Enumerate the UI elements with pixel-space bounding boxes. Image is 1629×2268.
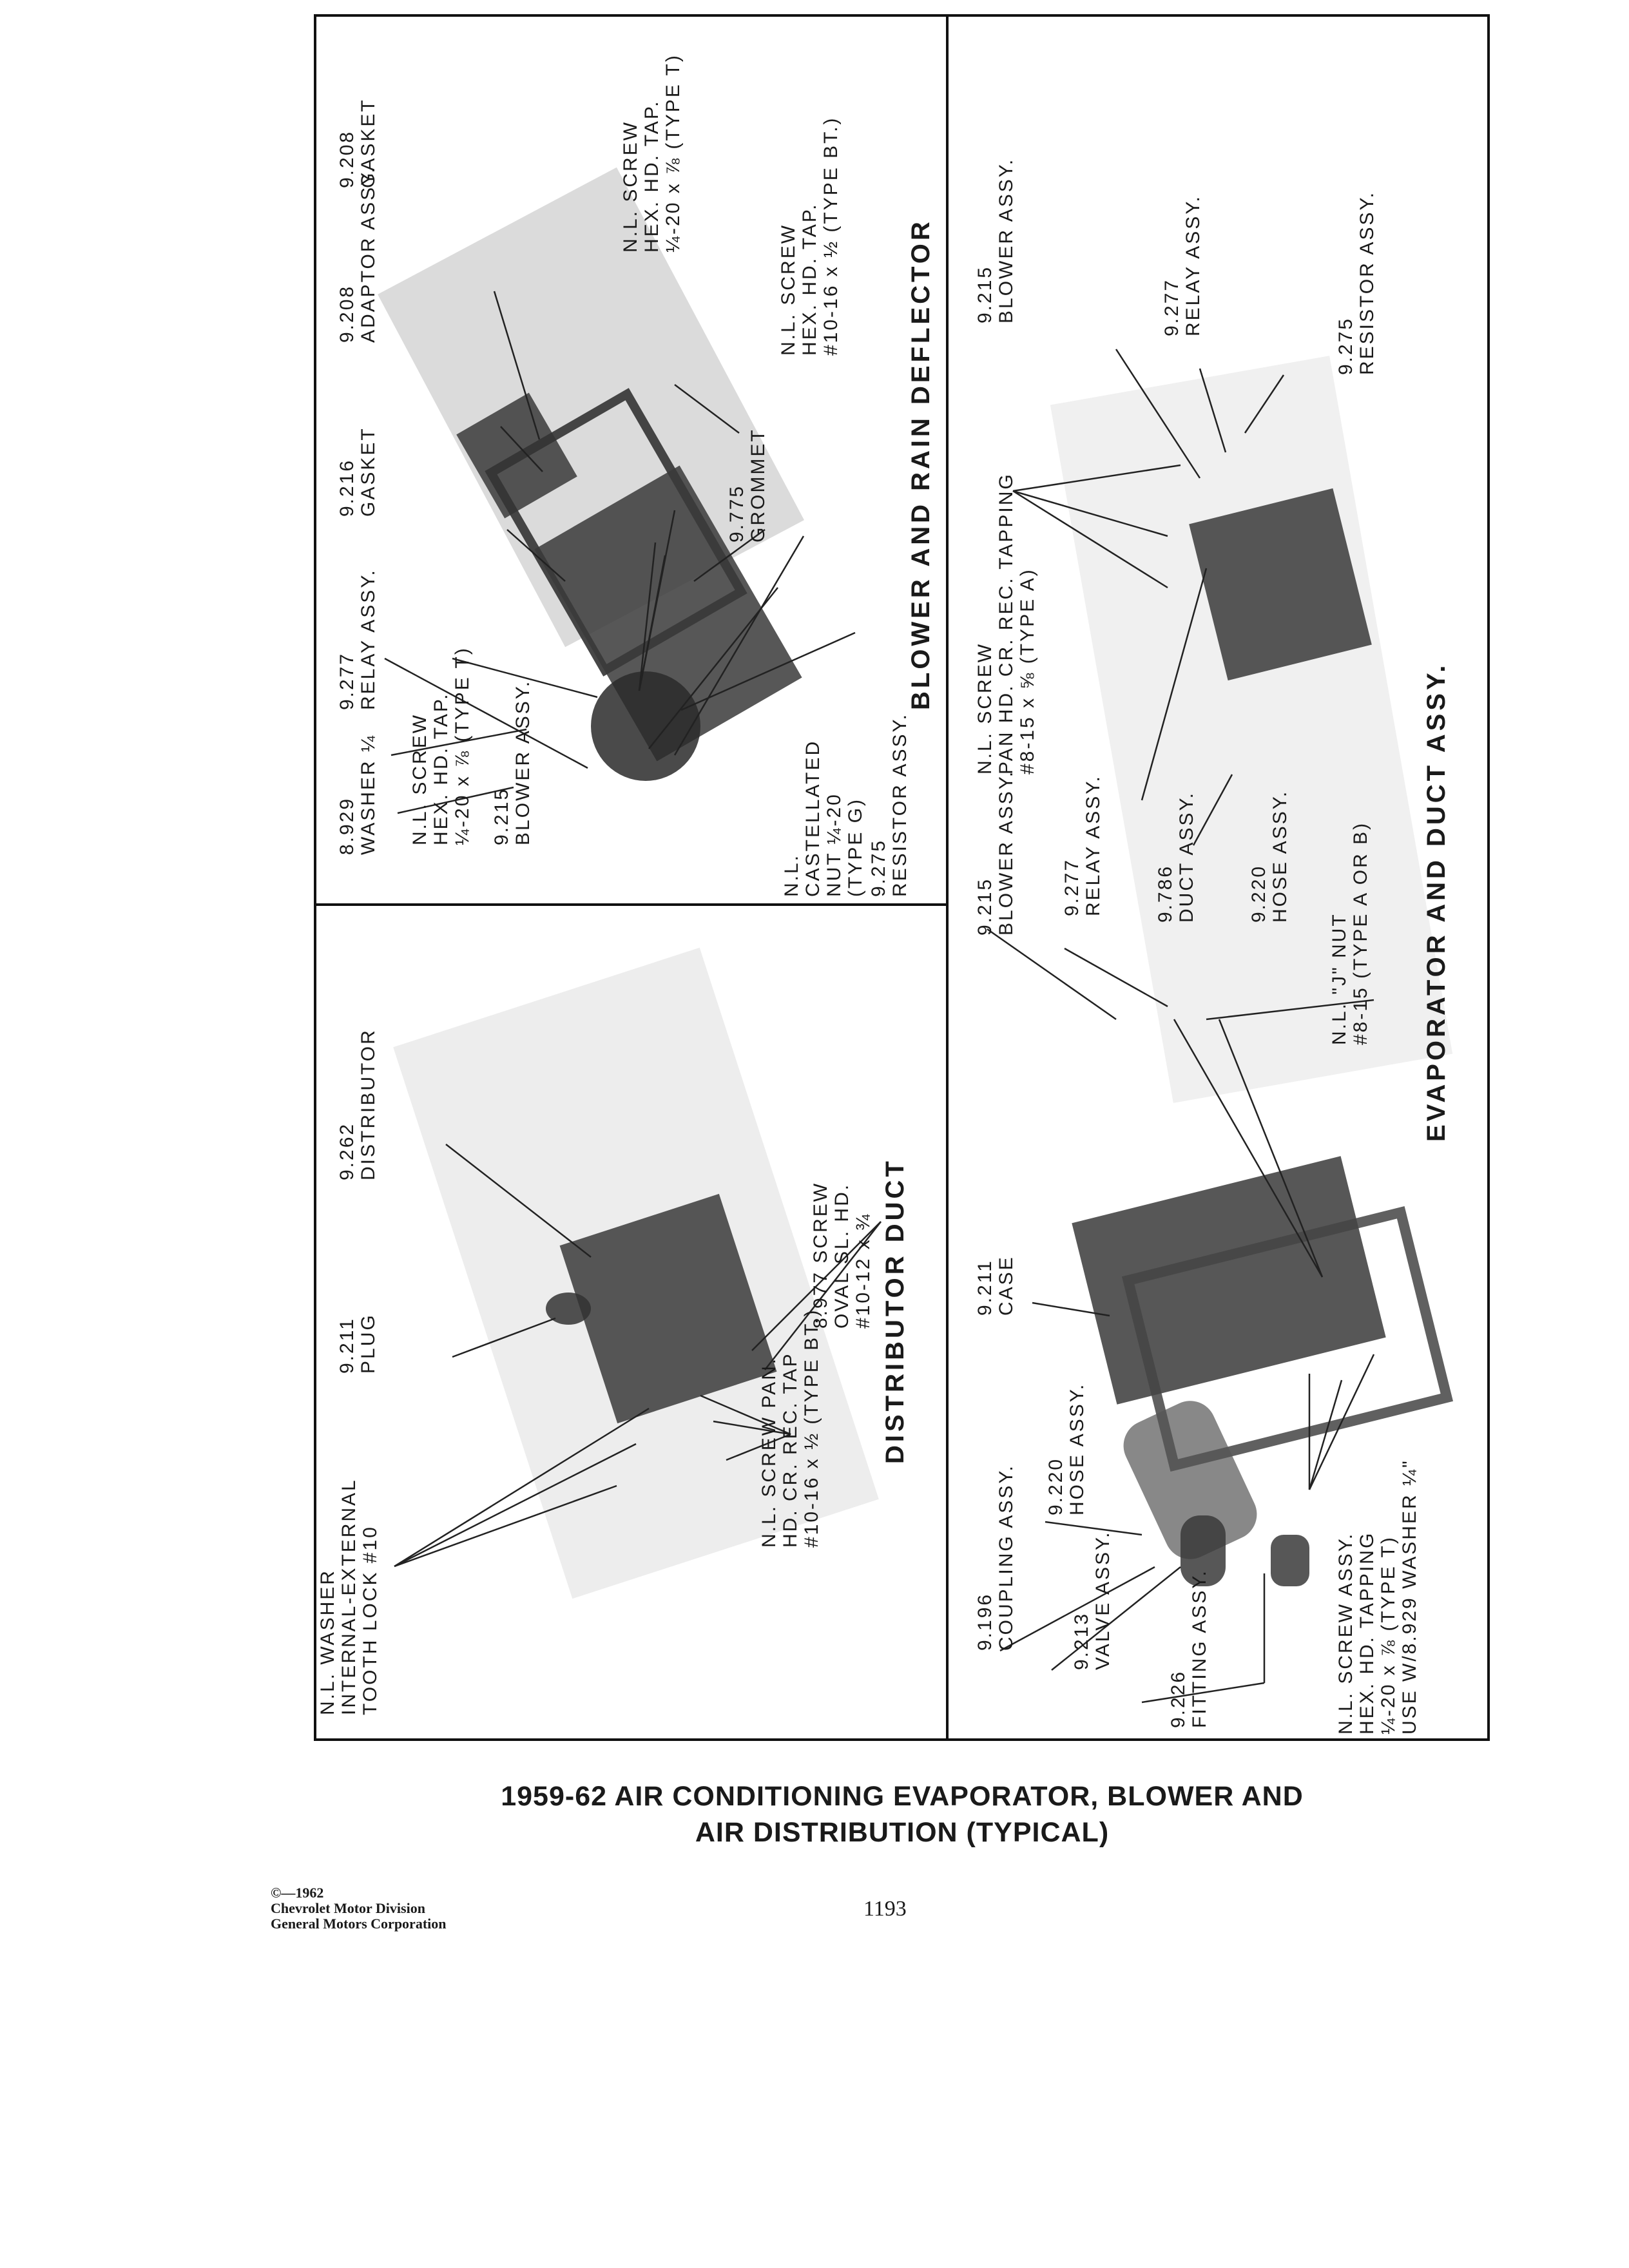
label-distributor: 9.262 DISTRIBUTOR [336,1028,379,1180]
label-hose-assy-mid: 9.220 HOSE ASSY. [1248,789,1291,923]
blower-leader-lines [384,291,856,814]
label-relay-assy-mid: 9.277 RELAY ASSY. [1061,774,1104,916]
label-blower-assy-mid: 9.215 BLOWER ASSY. [974,769,1017,936]
label-blower-assy-top: 9.215 BLOWER ASSY. [974,157,1017,323]
label-hose-assy-lower: 9.220 HOSE ASSY. [1045,1382,1088,1515]
label-case: 9.211 CASE [974,1255,1017,1316]
copyright-line-2: Chevrolet Motor Division [271,1900,425,1916]
copyright-block: ©—1962 Chevrolet Motor Division General … [271,1885,447,1932]
blower-motor-illustration [591,671,700,781]
caption-line-2: AIR DISTRIBUTION (TYPICAL) [695,1817,1110,1848]
evaporator-duct-panel: 9.196 COUPLING ASSY. 9.220 HOSE ASSY. 9.… [949,14,1487,1741]
label-relay-assy-top: 9.277 RELAY ASSY. [1161,195,1204,336]
figure-caption: 1959-62 AIR CONDITIONING EVAPORATOR, BLO… [387,1778,1418,1850]
label-nl-washer: N.L. WASHER INTERNAL-EXTERNAL TOOTH LOCK… [317,1478,381,1715]
label-valve-assy: 9.213 VALVE ASSY. [1071,1530,1113,1670]
label-blower-assy: 9.215 BLOWER ASSY. [491,679,534,845]
label-nl-screw-pan: N.L. SCREW PAN. HD. CR. REC. TAP #10-16 … [758,1308,822,1548]
label-duct-assy: 9.786 DUCT ASSY. [1155,791,1197,923]
label-j-nut: N.L. "J" NUT #8-15 (TYPE A OR B) [1329,821,1371,1045]
copyright-line-1: ©—1962 [271,1885,324,1901]
label-relay-assy: 9.277 RELAY ASSY. [336,568,379,710]
label-gasket-208: 9.208 GASKET [336,98,379,188]
diagram-frame [314,14,1490,1741]
label-nl-screw-assy: N.L. SCREW ASSY. HEX. HD. TAPPING ¼-20 x… [1335,1459,1420,1735]
label-gasket-216: 9.216 GASKET [336,427,379,517]
label-coupling-assy: 9.196 COUPLING ASSY. [974,1464,1017,1651]
valve-illustration [1181,1515,1226,1586]
fitting-illustration [1271,1535,1309,1586]
distributor-duct-panel: N.L. WASHER INTERNAL-EXTERNAL TOOTH LOCK… [314,906,946,1741]
title-blower-rain-deflector: BLOWER AND RAIN DEFLECTOR [907,218,935,710]
panel-divider-vertical [946,14,949,1741]
title-distributor-duct: DISTRIBUTOR DUCT [881,1158,909,1464]
label-nl-screw-hex-right: N.L. SCREW HEX. HD. TAP. ¼-20 x ⅞ (TYPE … [620,53,684,253]
page-number: 1193 [863,1897,907,1921]
blower-rain-deflector-panel: 8.929 WASHER ¼ 9.277 RELAY ASSY. 9.216 G… [314,14,946,903]
label-nl-screw-bt: N.L. SCREW HEX. HD. TAP. #10-16 x ½ (TYP… [778,116,842,356]
title-evaporator-duct: EVAPORATOR AND DUCT ASSY. [1422,662,1451,1142]
label-plug: 9.211 PLUG [336,1313,379,1374]
label-adaptor-assy: 9.208 ADAPTOR ASSY. [336,166,379,343]
evaporator-leader-lines [987,349,1375,1704]
label-resistor-assy: 9.275 RESISTOR ASSY. [868,713,911,897]
caption-line-1: 1959-62 AIR CONDITIONING EVAPORATOR, BLO… [501,1781,1304,1812]
copyright-line-3: General Motors Corporation [271,1916,447,1932]
panel-divider-horizontal [314,903,947,906]
label-nl-screw-pan-hd: N.L. SCREW PAN HD. CR. REC. TAPPING #8-1… [974,472,1038,774]
label-oval-screw: 8.977 SCREW OVAL SL. HD. #10-12 x ¾ [810,1181,874,1329]
label-washer: 8.929 WASHER ¼ [336,734,379,855]
label-castellated-nut: N.L. CASTELLATED NUT ¼-20 (TYPE G) [781,739,866,897]
label-resistor-assy-top: 9.275 RESISTOR ASSY. [1335,191,1378,375]
label-fitting-assy: 9.226 FITTING ASSY. [1168,1569,1210,1728]
label-grommet: 9.775 GROMMET [726,428,769,543]
distributor-leader-lines [394,1144,882,1568]
label-nl-screw-hex-left: N.L. SCREW HEX. HD. TAP. ¼-20 x ⅞ (TYPE … [409,646,473,845]
